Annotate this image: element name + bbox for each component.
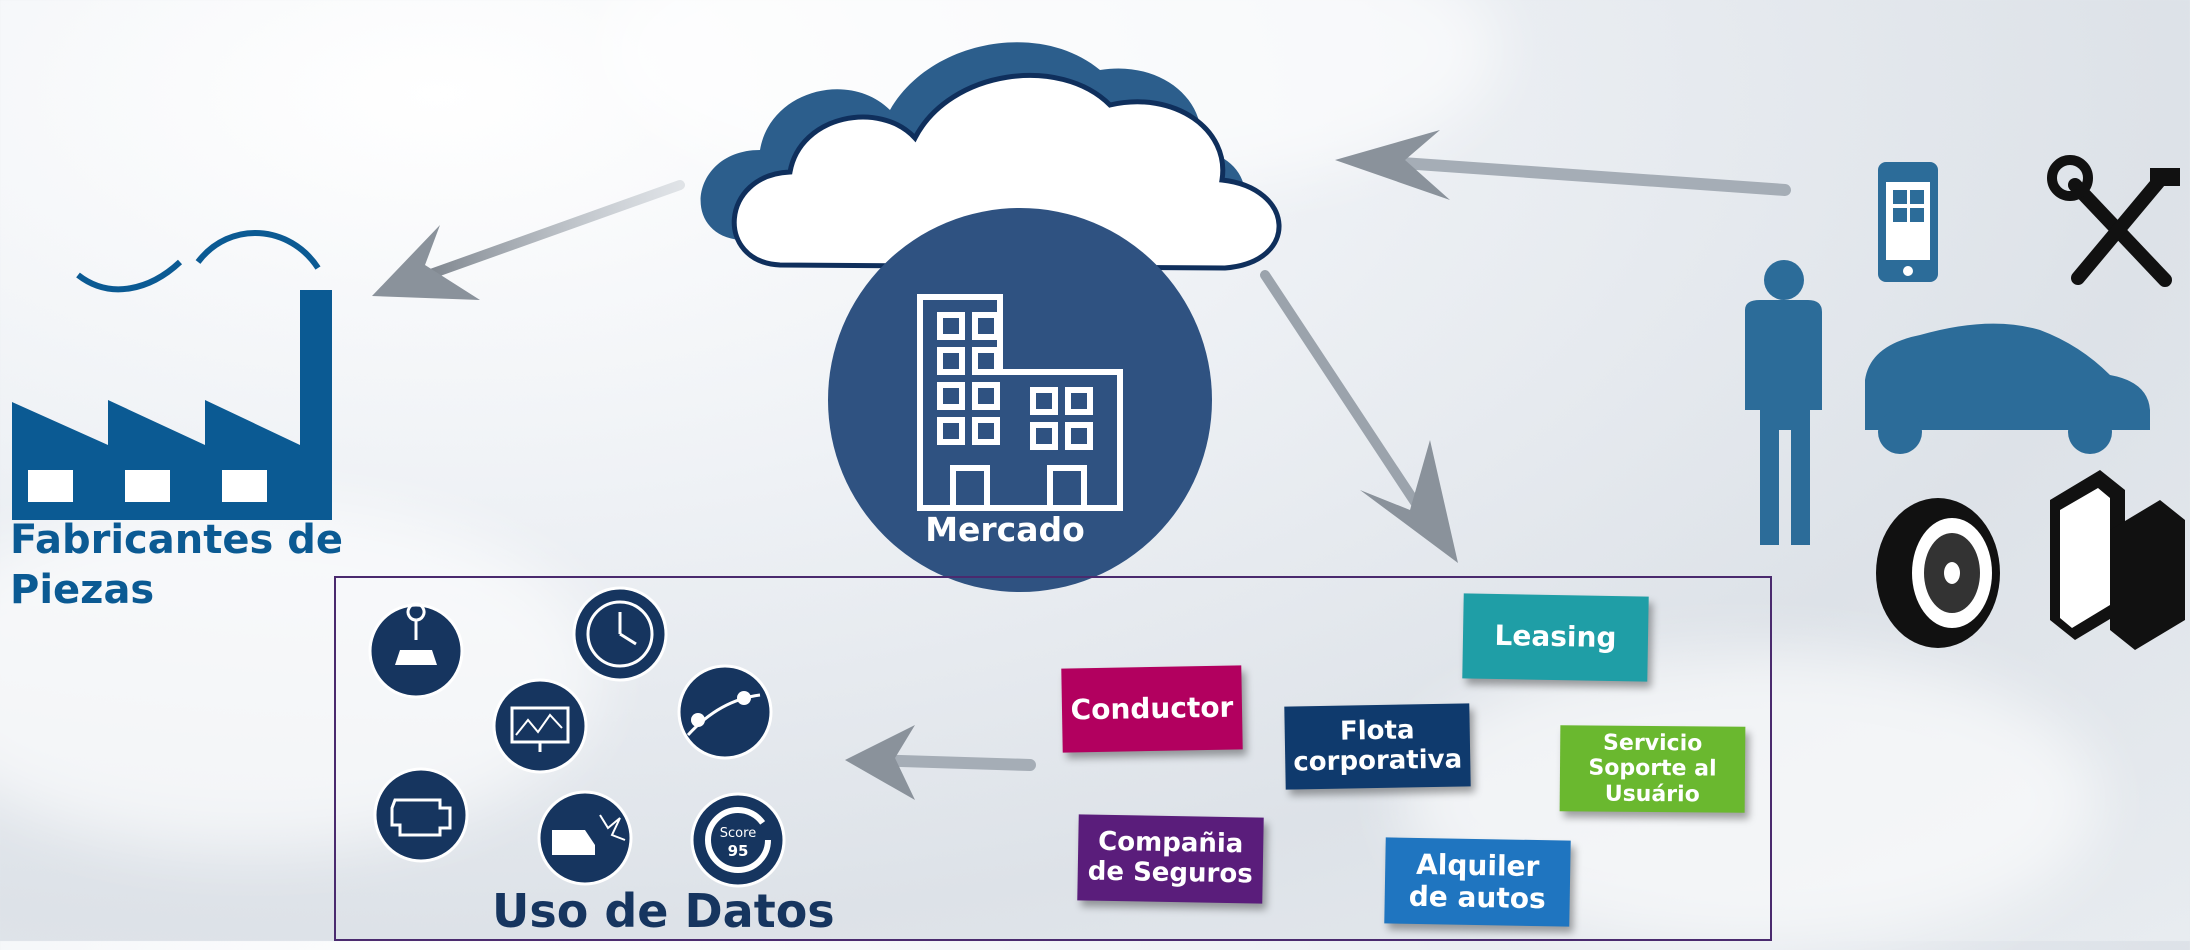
sticky-leasing-label: Leasing — [1494, 619, 1617, 655]
arrow-to-data-services — [1260, 270, 1458, 563]
sticky-conductor: Conductor — [1061, 665, 1243, 753]
sticky-rental-line2: de autos — [1408, 879, 1546, 916]
cloud-icon — [731, 72, 1282, 271]
factory-icon — [12, 230, 332, 520]
arrow-from-customer — [1335, 130, 1791, 200]
market-circle — [828, 208, 1212, 592]
person-icon — [1745, 260, 1822, 545]
sticky-fleet-line1: Flota — [1339, 714, 1415, 747]
score-value: 95 — [727, 842, 749, 860]
manufacturers-label-line1: Fabricantes de — [10, 517, 343, 563]
market-label: Mercado — [925, 510, 1085, 549]
sticky-conductor-label: Conductor — [1070, 690, 1234, 727]
crash-icon — [537, 790, 633, 886]
sticky-insurance: Compañia de Seguros — [1077, 814, 1264, 904]
sticky-fleet-line2: corporativa — [1293, 744, 1463, 777]
score-icon — [690, 792, 786, 888]
engine-icon — [373, 767, 469, 863]
sticky-support-line1: Servicio — [1603, 730, 1703, 757]
manufacturers-label-line2: Piezas — [10, 567, 155, 613]
car-location-icon — [368, 602, 464, 699]
sticky-insurance-line1: Compañia — [1097, 826, 1244, 860]
monitor-icon — [492, 678, 588, 774]
sticky-support-line2: Soporte al — [1588, 755, 1717, 782]
sticky-rental: Alquiler de autos — [1384, 837, 1571, 927]
route-icon — [677, 664, 773, 760]
sticky-support: Servicio Soporte al Usuário — [1559, 725, 1746, 813]
manuals-icon — [2050, 470, 2185, 650]
data-usage-frame — [334, 576, 1772, 941]
smartphone-icon — [1878, 162, 1938, 282]
manufacturers-label: Fabricantes de Piezas — [10, 515, 343, 615]
score-label: Score — [719, 826, 757, 841]
tools-icon — [2047, 155, 2180, 287]
building-icon — [917, 294, 1123, 511]
sticky-insurance-line2: de Seguros — [1087, 856, 1253, 890]
arrow-to-manufacturers — [372, 180, 685, 300]
sticky-leasing: Leasing — [1462, 593, 1649, 682]
clock-icon — [572, 586, 668, 682]
sticky-fleet: Flota corporativa — [1284, 703, 1471, 790]
tire-icon — [1876, 498, 2000, 648]
sticky-rental-line1: Alquiler — [1415, 847, 1540, 883]
data-usage-title: Uso de Datos — [492, 884, 835, 938]
car-icon — [1865, 323, 2150, 454]
arrow-to-data-usage — [845, 725, 1036, 800]
sticky-support-line3: Usuário — [1604, 781, 1700, 808]
